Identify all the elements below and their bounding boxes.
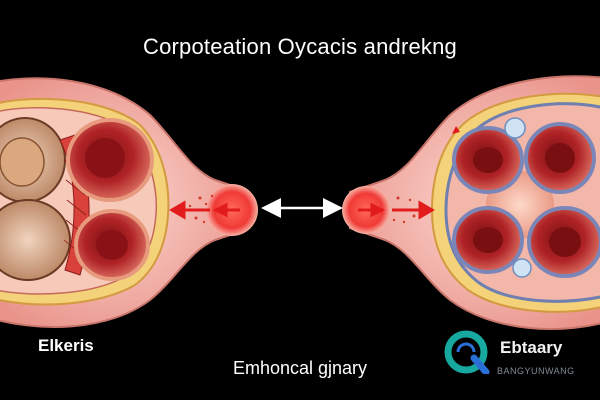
left-seed-top-core: [0, 137, 45, 187]
watermark-logo: [444, 330, 490, 374]
right-dots: [392, 196, 416, 224]
right-cell-structure: [342, 75, 600, 330]
right-bubble-bottom: [512, 258, 532, 278]
right-small-arrow: [452, 126, 460, 134]
left-cell-structure: [0, 77, 258, 328]
diagram-title: Corpoteation Oycacis andrekng: [143, 34, 457, 59]
right-bubble-top: [504, 117, 526, 139]
left-seed-bottom: [0, 199, 71, 281]
left-signal-arrows: [169, 200, 240, 220]
bottom-caption: Emhoncal gjnary: [232, 358, 368, 378]
left-caption: Elkeris: [38, 336, 94, 355]
right-caption: Ebtaary: [500, 338, 563, 357]
left-dots: [188, 194, 214, 224]
watermark-text: BANGYUNWANG: [497, 366, 575, 376]
right-chamber-cores: [473, 143, 581, 257]
left-chamber-lower-core: [96, 230, 128, 260]
left-chamber-upper-core: [85, 138, 125, 178]
right-signal-arrows: [358, 200, 435, 220]
